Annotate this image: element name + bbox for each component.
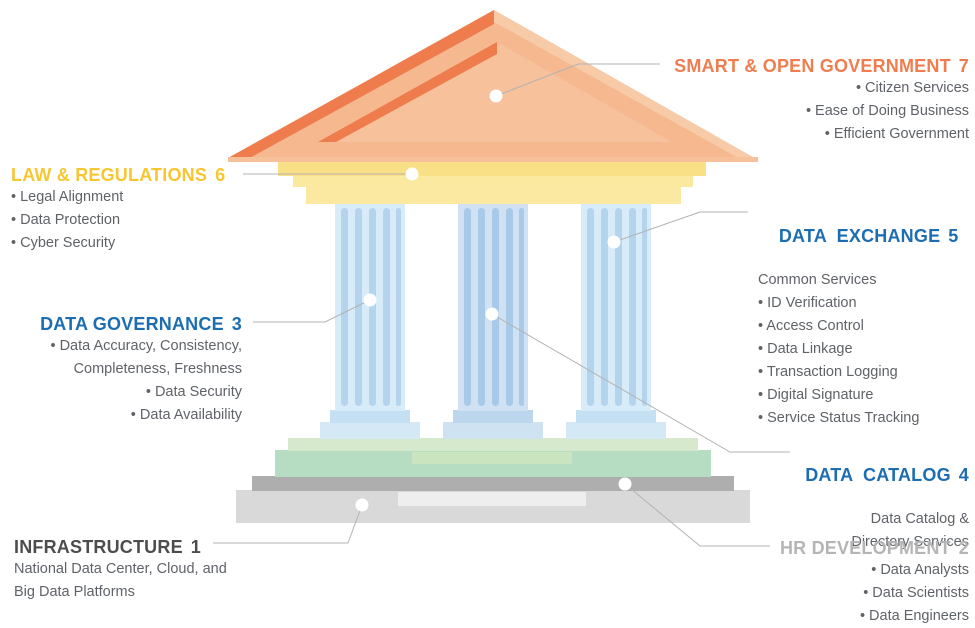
connector-lines — [213, 63, 790, 547]
infrastructure-heading: INFRASTRUCTURE 1 — [14, 536, 227, 558]
data-catalog-block: DATA CATALOG 4 Data Catalog & Directory S… — [784, 442, 969, 554]
hr-development-number: 2 — [958, 538, 969, 558]
data-governance-item: • Data Availability — [130, 407, 242, 423]
data-exchange-heading: DATA EXCHANGE 5 — [758, 203, 959, 269]
column-data-catalog — [443, 200, 543, 439]
infrastructure-block: INFRASTRUCTURE 1 National Data Center, Cl… — [14, 536, 227, 604]
hr-development-item: • Data Scientists — [863, 585, 969, 601]
smart-government-item: • Ease of Doing Business — [805, 103, 969, 119]
dot-data-catalog — [485, 307, 499, 321]
data-exchange-title: DATA EXCHANGE — [778, 226, 941, 246]
data-exchange-item: • Service Status Tracking — [758, 410, 920, 426]
smart-government-item: • Citizen Services — [855, 80, 969, 96]
law-regulations-title: LAW & REGULATIONS — [11, 165, 208, 185]
data-governance-block: DATA GOVERNANCE 3 • Data Accuracy, Consis… — [40, 313, 242, 427]
law-regulations-item: • Legal Alignment — [11, 189, 124, 205]
smart-government-item: • Efficient Government — [824, 126, 969, 142]
data-exchange-item: • Access Control — [758, 318, 864, 334]
data-catalog-number: 4 — [958, 465, 969, 485]
law-regulations-item: • Data Protection — [11, 212, 121, 228]
column-data-governance — [320, 200, 420, 439]
law-regulations-heading: LAW & REGULATIONS 6 — [11, 164, 225, 186]
data-governance-item: • Data Security — [145, 384, 242, 400]
temple-steps-catalog — [275, 438, 711, 477]
data-catalog-heading: DATA CATALOG 4 — [784, 442, 969, 508]
temple-entablature-law — [278, 161, 706, 204]
column-data-exchange — [566, 200, 666, 439]
data-catalog-title: DATA CATALOG — [805, 465, 951, 485]
law-regulations-block: LAW & REGULATIONS 6 • Legal Alignment • D… — [11, 164, 225, 255]
data-governance-item: Completeness, Freshness — [73, 361, 242, 377]
dot-infrastructure — [355, 498, 369, 512]
infrastructure-item: National Data Center, Cloud, and — [14, 561, 227, 577]
data-exchange-block: DATA EXCHANGE 5 Common Services • ID Veri… — [758, 203, 959, 430]
dot-hr-development — [618, 477, 632, 491]
data-exchange-item: • Data Linkage — [758, 341, 853, 357]
smart-government-block: SMART & OPEN GOVERNMENT 7 • Citizen Servi… — [674, 55, 969, 146]
data-governance-heading: DATA GOVERNANCE 3 — [40, 313, 242, 335]
law-regulations-item: • Cyber Security — [11, 235, 116, 251]
dot-law-regulations — [405, 167, 419, 181]
hr-development-block: HR DEVELOPMENT 2 • Data Analysts • Data S… — [780, 537, 969, 628]
smart-government-title: SMART & OPEN GOVERNMENT — [674, 56, 951, 76]
infrastructure-item: Big Data Platforms — [14, 584, 135, 600]
infrastructure-number: 1 — [190, 537, 202, 557]
data-exchange-item: • ID Verification — [758, 295, 857, 311]
smart-government-number: 7 — [958, 56, 969, 76]
data-catalog-item: Data Catalog & — [870, 511, 969, 527]
data-exchange-number: 5 — [948, 226, 959, 246]
data-governance-title: DATA GOVERNANCE — [40, 314, 224, 334]
hr-development-item: • Data Engineers — [859, 608, 969, 624]
hr-development-heading: HR DEVELOPMENT 2 — [780, 537, 969, 559]
data-governance-item: • Data Accuracy, Consistency, — [50, 338, 242, 354]
law-regulations-number: 6 — [215, 165, 226, 185]
dot-data-exchange — [607, 235, 621, 249]
temple-base-infrastructure — [236, 476, 750, 523]
data-exchange-item: • Transaction Logging — [758, 364, 898, 380]
infrastructure-title: INFRASTRUCTURE — [14, 537, 183, 557]
data-catalog-item: Directory Services — [851, 534, 969, 550]
data-governance-number: 3 — [231, 314, 242, 334]
dot-data-governance — [363, 293, 377, 307]
connector-dots — [355, 89, 632, 512]
hr-development-item: • Data Analysts — [871, 562, 969, 578]
data-exchange-subtitle: Common Services — [758, 272, 877, 288]
smart-government-heading: SMART & OPEN GOVERNMENT 7 — [674, 55, 969, 77]
hr-development-title: HR DEVELOPMENT — [779, 538, 951, 558]
data-exchange-item: • Digital Signature — [758, 387, 874, 403]
dot-smart-government — [489, 89, 503, 103]
